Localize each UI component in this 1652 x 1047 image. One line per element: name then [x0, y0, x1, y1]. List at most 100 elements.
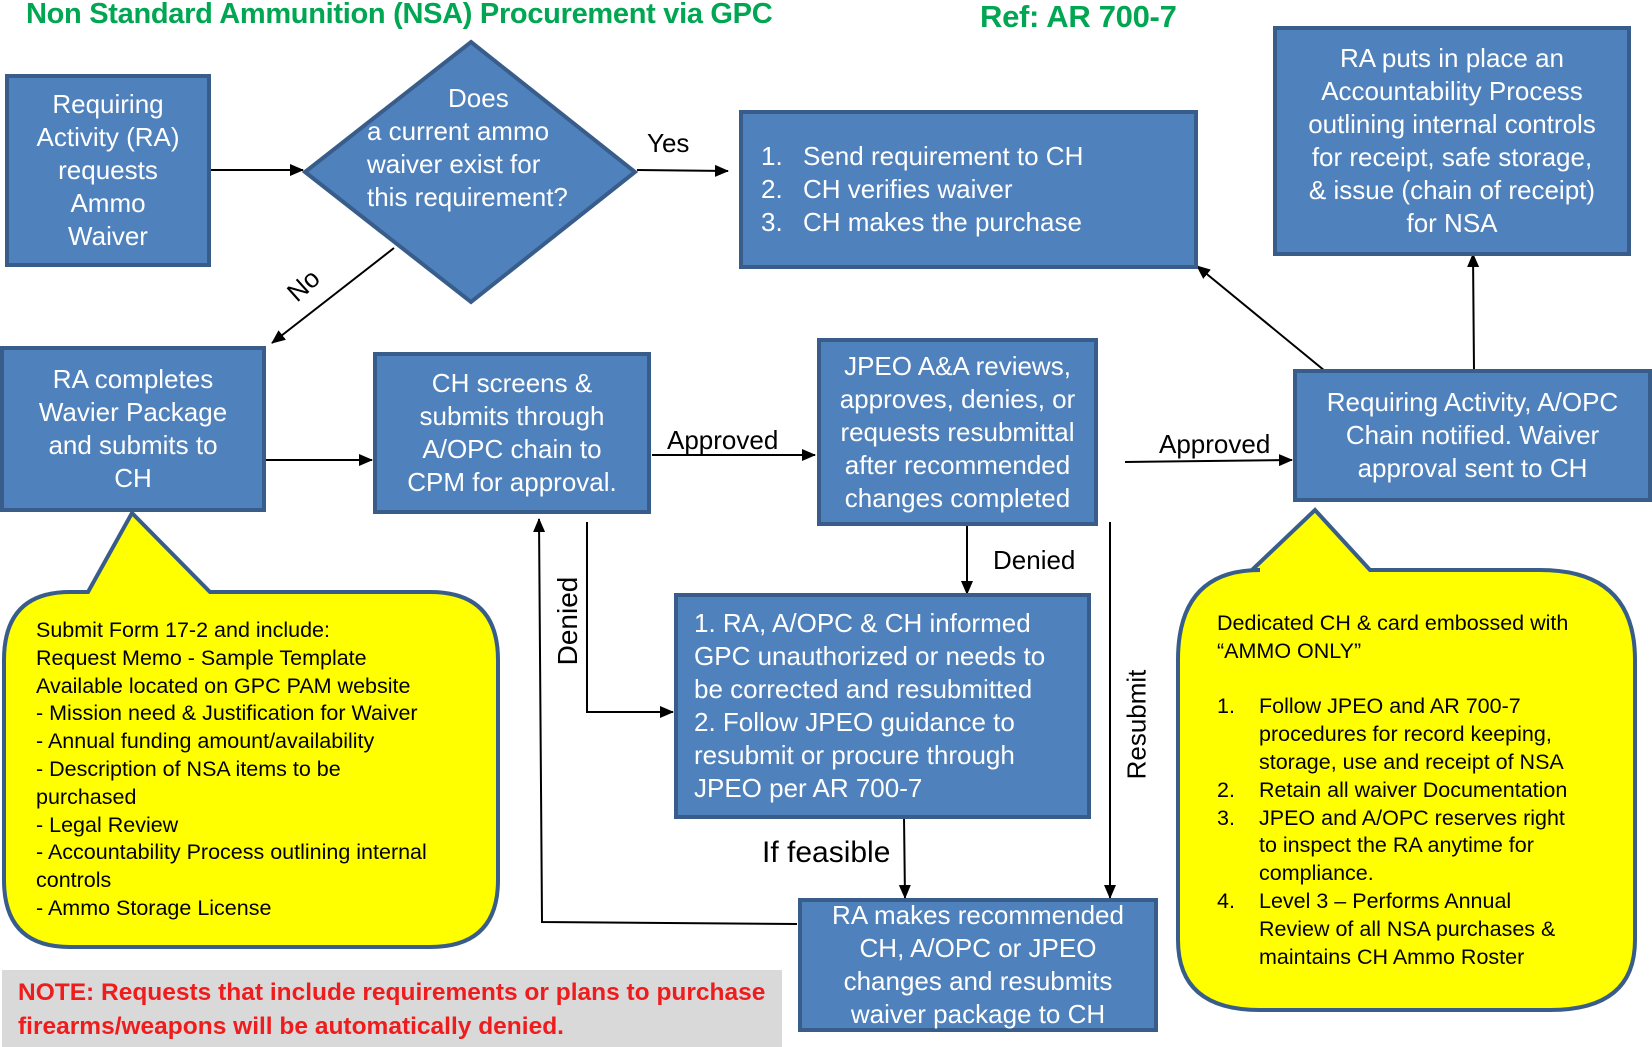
- node-line: A/OPC chain to: [422, 434, 602, 464]
- node-line: RA completes: [52, 364, 214, 394]
- note-banner: NOTE: Requests that include requirements…: [2, 970, 782, 1047]
- decision-line: this requirement?: [367, 182, 568, 212]
- callout-line: - Annual funding amount/availability: [36, 729, 375, 754]
- callout-line: Submit Form 17-2 and include:: [36, 618, 330, 642]
- edge-label-denied-jpeo: Denied: [993, 545, 1076, 575]
- node-line: changes and resubmits: [843, 966, 1113, 996]
- node-line: changes completed: [844, 482, 1071, 513]
- node-line: Requiring Activity, A/OPC: [1326, 387, 1619, 417]
- edge-label-resubmit: Resubmit: [1121, 669, 1152, 780]
- node-line: requests: [58, 155, 158, 185]
- node-line: after recommended: [844, 449, 1071, 480]
- node-line: CH, A/OPC or JPEO: [859, 933, 1097, 963]
- step-text: CH verifies waiver: [803, 174, 1013, 204]
- node-line: Ammo: [70, 188, 146, 218]
- decision-line: Does: [448, 83, 509, 113]
- node-line: outlining internal controls: [1308, 109, 1596, 139]
- callout-line: - Mission need & Justification for Waive…: [36, 701, 418, 726]
- callout-line: - Ammo Storage License: [36, 895, 272, 920]
- arrow-notified-to-accountability: [1467, 253, 1480, 372]
- callout-line: JPEO and A/OPC reserves right: [1259, 805, 1565, 830]
- node-line: GPC unauthorized or needs to: [694, 641, 1046, 671]
- callout-item-number: 4.: [1217, 888, 1235, 913]
- node-accountability-process: RA puts in place an Accountability Proce…: [1273, 26, 1631, 256]
- arrow-notified-to-yes-steps: [1196, 265, 1326, 372]
- step-text: Send requirement to CH: [803, 141, 1084, 171]
- decision-line: waiver exist for: [367, 149, 541, 179]
- node-ch-screens: CH screens & submits through A/OPC chain…: [373, 352, 651, 514]
- node-line: CH screens &: [431, 368, 593, 398]
- node-ra-resubmits: RA makes recommended CH, A/OPC or JPEO c…: [798, 898, 1158, 1032]
- node-line: be corrected and resubmitted: [694, 674, 1033, 704]
- node-line: Wavier Package: [38, 397, 228, 427]
- node-yes-steps: 1. Send requirement to CH 2.CH verifies w…: [739, 110, 1198, 269]
- node-line: JPEO per AR 700-7: [694, 773, 923, 803]
- step-item: 2.CH verifies waiver: [761, 173, 1194, 206]
- node-jpeo-reviews: JPEO A&A reviews, approves, denies, or r…: [817, 338, 1098, 526]
- node-line: Requiring: [52, 89, 164, 119]
- arrow-jpeo-approved: [1124, 454, 1293, 467]
- callout-line: - Legal Review: [36, 812, 179, 837]
- node-line: Activity (RA): [36, 122, 180, 152]
- node-line: & issue (chain of receipt): [1308, 175, 1596, 205]
- callout-list-item: 2. Retain all waiver Documentation: [1217, 777, 1568, 805]
- decision-line: a current ammo: [367, 116, 550, 146]
- node-line: JPEO A&A reviews,: [844, 350, 1071, 381]
- callout-spacer: [1217, 666, 1568, 694]
- node-line: 1. RA, A/OPC & CH informed: [694, 608, 1031, 638]
- edge-label-if-feasible: If feasible: [762, 836, 891, 869]
- page-title: Non Standard Ammunition (NSA) Procuremen…: [26, 0, 773, 30]
- arrow-decision-no: [271, 247, 395, 344]
- node-line: Accountability Process: [1321, 76, 1583, 106]
- node-line: requests resubmittal: [840, 416, 1075, 447]
- callout-line: Follow JPEO and AR 700-7: [1259, 694, 1521, 719]
- step-item: 3.CH makes the purchase: [761, 206, 1194, 239]
- callout-line: “AMMO ONLY”: [1217, 638, 1362, 663]
- node-line: approval sent to CH: [1357, 453, 1588, 483]
- callout-line: Dedicated CH & card embossed with: [1217, 611, 1569, 635]
- callout-dedicated-ch: Dedicated CH & card embossed with “AMMO …: [1217, 610, 1568, 971]
- note-text: NOTE: Requests that include requirements…: [18, 976, 765, 1044]
- arrow-if-feasible: [898, 816, 911, 899]
- arrow-resubmit-to-screens: [533, 518, 798, 925]
- callout-dedicated-ch-shape: [1176, 507, 1637, 1012]
- callout-line: maintains CH Ammo Roster: [1259, 944, 1525, 969]
- arrow-screens-denied: [586, 522, 674, 718]
- node-denied-info: 1. RA, A/OPC & CH informed GPC unauthori…: [674, 593, 1091, 819]
- callout-list-item: 1. Follow JPEO and AR 700-7 procedures f…: [1217, 693, 1568, 776]
- edge-label-approved-2: Approved: [1159, 429, 1271, 459]
- step-number: 1.: [761, 141, 783, 171]
- node-chain-notified: Requiring Activity, A/OPC Chain notified…: [1293, 369, 1652, 502]
- callout-line: Retain all waiver Documentation: [1259, 777, 1568, 802]
- node-ra-completes-package: RA completes Wavier Package and submits …: [0, 346, 266, 512]
- note-line: NOTE: Requests that include requirements…: [18, 979, 766, 1006]
- node-line: RA puts in place an: [1339, 43, 1565, 73]
- decision-diamond: [301, 39, 639, 305]
- node-ra-requests-waiver: Requiring Activity (RA) requests Ammo Wa…: [5, 74, 211, 267]
- node-line: approves, denies, or: [839, 383, 1076, 414]
- edge-label-yes: Yes: [647, 128, 690, 158]
- callout-line: Request Memo - Sample Template: [36, 645, 367, 670]
- callout-item-number: 3.: [1217, 805, 1235, 830]
- note-line: firearms/weapons will be automatically d…: [18, 1013, 564, 1040]
- node-line: RA makes recommended: [832, 900, 1124, 930]
- node-line: waiver package to CH: [850, 999, 1106, 1029]
- node-line: 2. Follow JPEO guidance to: [694, 707, 1015, 737]
- node-line: submits through: [419, 401, 605, 431]
- callout-item-number: 1.: [1217, 694, 1235, 719]
- callout-list-item: 4. Level 3 – Performs Annual Review of a…: [1217, 888, 1568, 971]
- decision-text: Does a current ammo waiver exist for thi…: [345, 82, 605, 214]
- callout-line: Review of all NSA purchases &: [1259, 916, 1556, 941]
- step-text: CH makes the purchase: [803, 207, 1082, 237]
- callout-package-requirements: Submit Form 17-2 and include: Request Me…: [36, 617, 427, 923]
- node-line: Chain notified. Waiver: [1345, 420, 1600, 450]
- node-line: CPM for approval.: [407, 467, 617, 497]
- callout-line: Level 3 – Performs Annual: [1259, 888, 1512, 913]
- callout-line: controls: [36, 868, 112, 893]
- callout-line: storage, use and receipt of NSA: [1259, 749, 1564, 774]
- node-line: and submits to: [48, 430, 218, 460]
- node-line: resubmit or procure through: [694, 740, 1015, 770]
- callout-line: purchased: [36, 784, 137, 809]
- callout-line: Available located on GPC PAM website: [36, 673, 411, 698]
- callout-line: - Accountability Process outlining inter…: [36, 840, 427, 865]
